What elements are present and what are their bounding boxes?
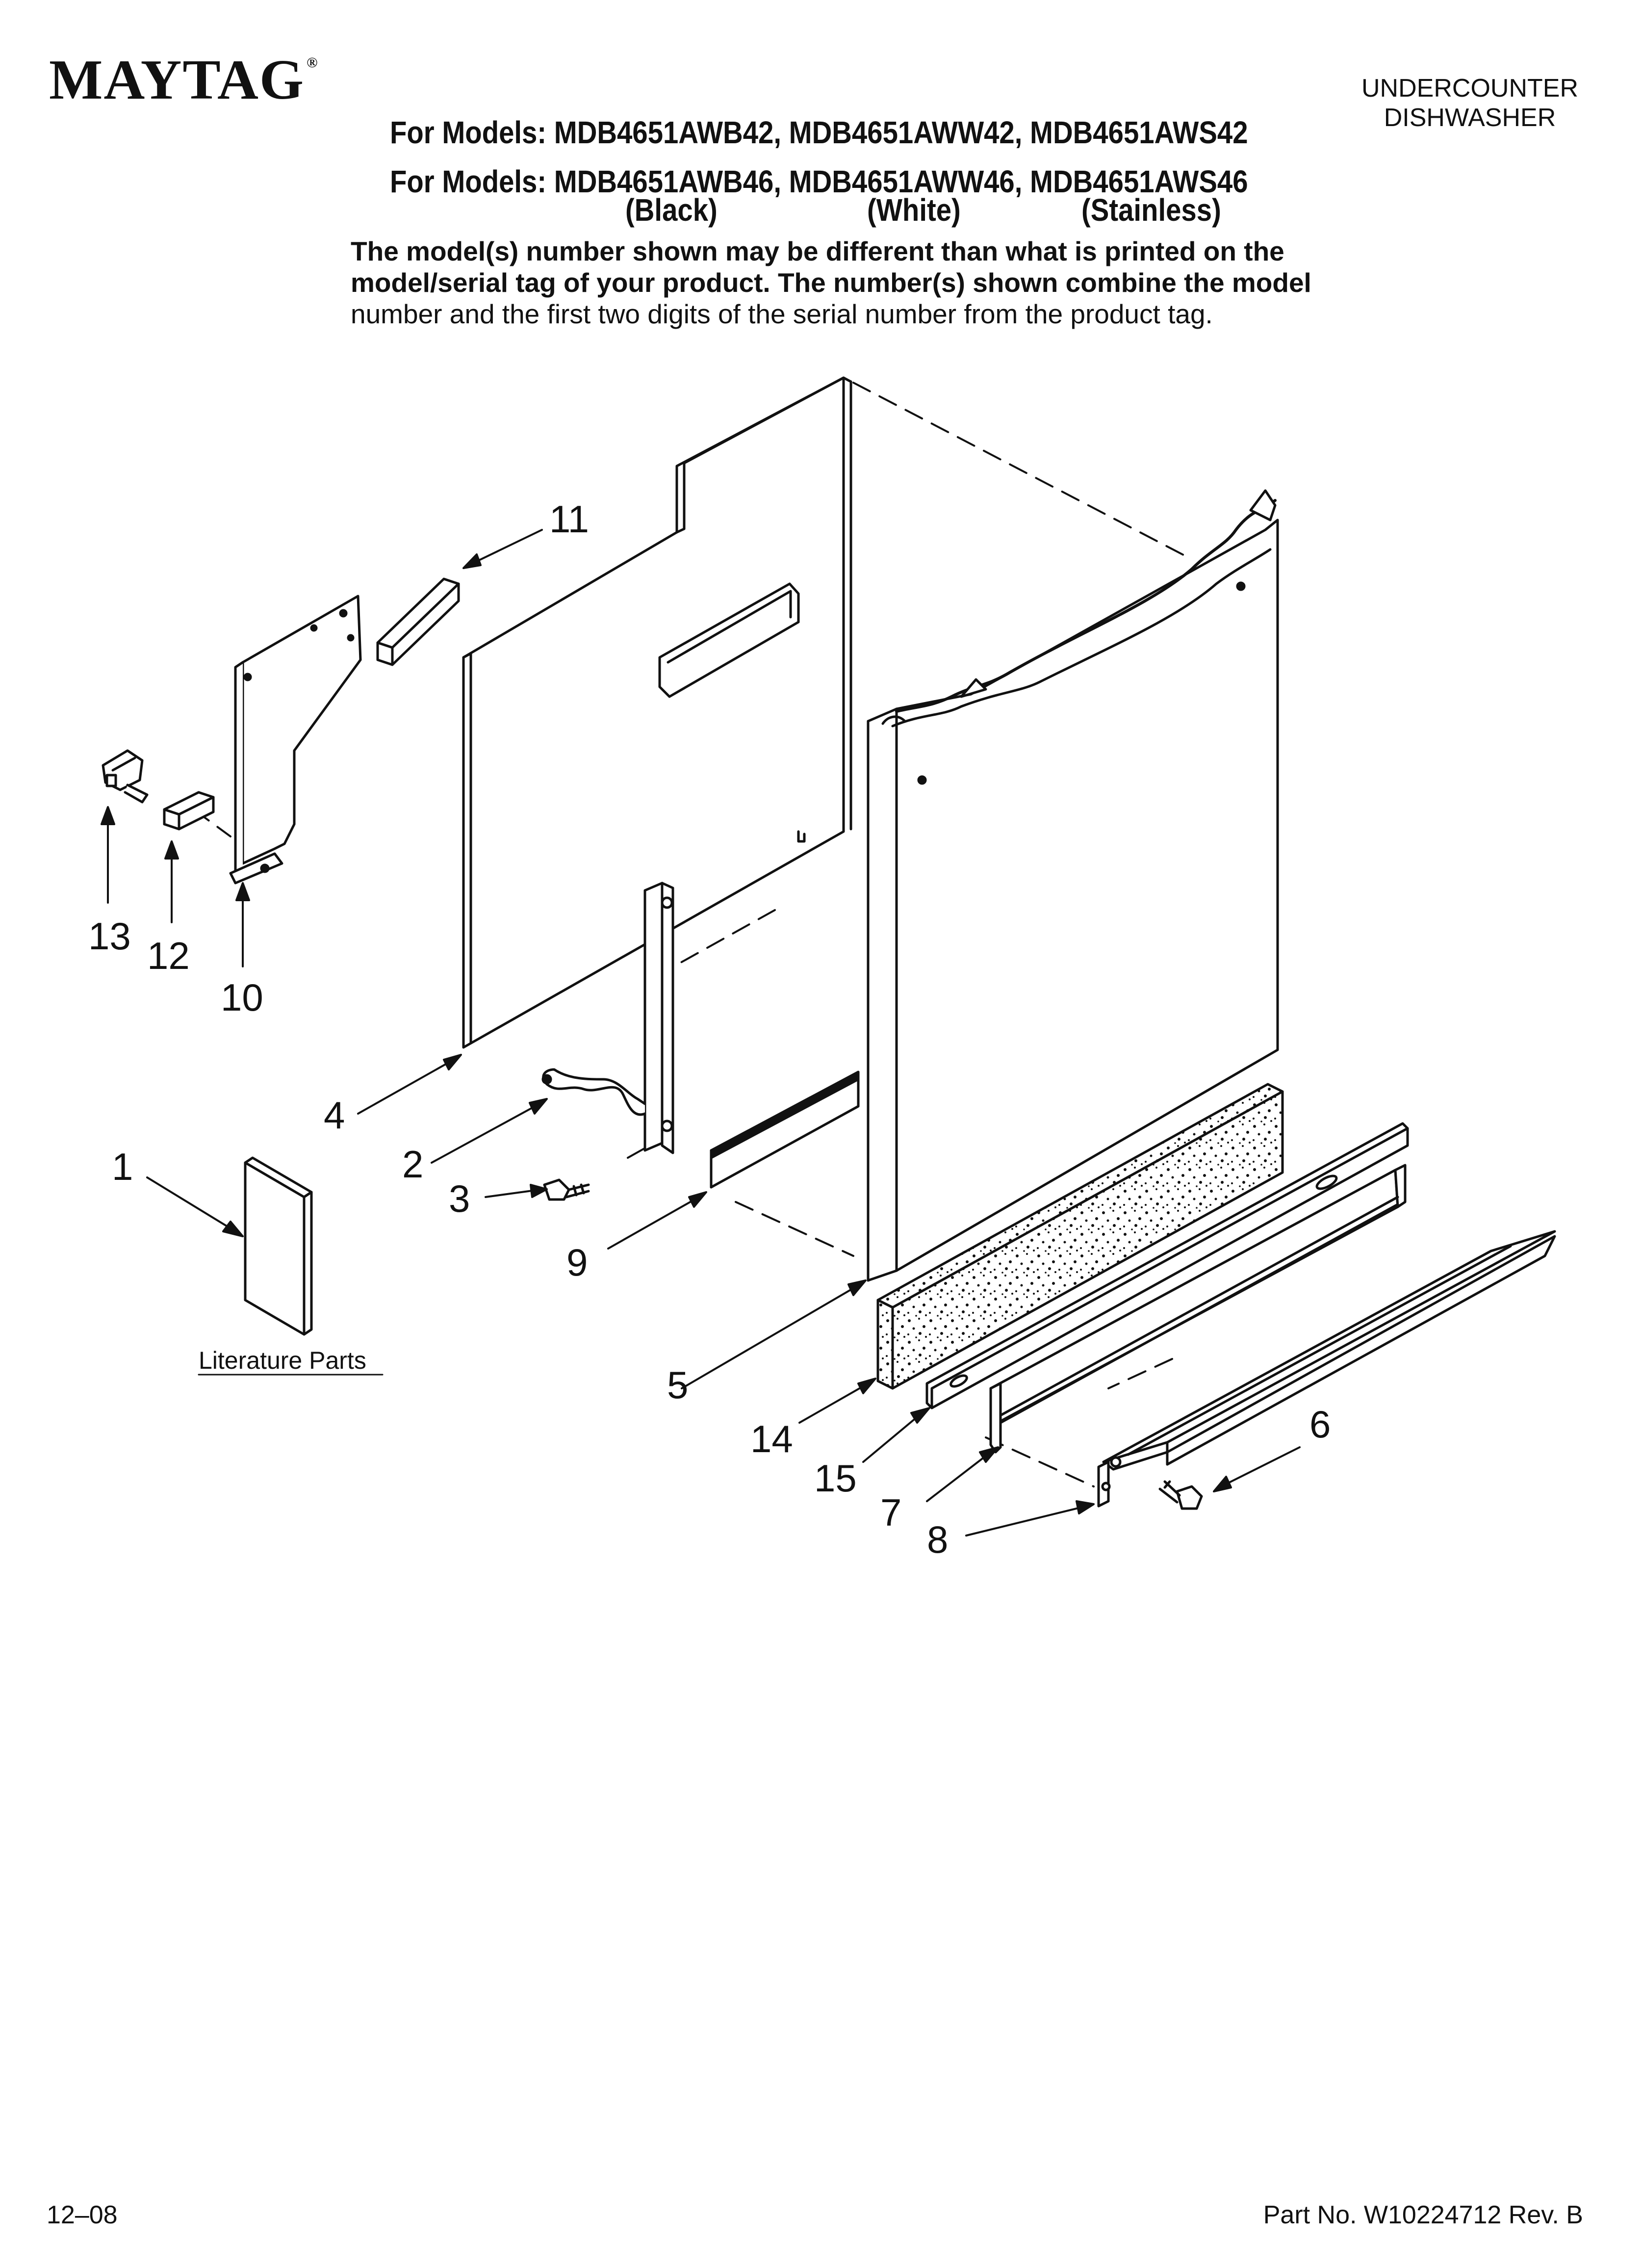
callout-11: 11: [549, 497, 589, 541]
hinge-bracket-part-2: [541, 882, 674, 1154]
shield-part-10: [229, 595, 362, 885]
callout-12: 12: [147, 934, 190, 977]
models-line-2: For Models: MDB4651AWB46, MDB4651AWW46, …: [390, 164, 1248, 199]
model-list: For Models: MDB4651AWB42, MDB4651AWW42, …: [390, 108, 1248, 206]
footer-part-number: Part No. W10224712 Rev. B: [1263, 2201, 1583, 2229]
toe-panel-part-7: [989, 1164, 1407, 1454]
callout-5: 5: [667, 1363, 688, 1407]
insulation-strip-part-9: [710, 1070, 860, 1189]
front-frame-part-5: [867, 489, 1279, 1282]
callout-10: 10: [221, 976, 263, 1019]
callout-15: 15: [814, 1457, 857, 1500]
color-black: (Black): [625, 192, 718, 228]
footer-date: 12–08: [47, 2201, 118, 2229]
callout-13: 13: [88, 914, 131, 958]
callout-3: 3: [449, 1177, 470, 1220]
notice-line-1: The model(s) number shown may be differe…: [351, 236, 1284, 266]
registered-mark: ®: [307, 54, 319, 71]
brand-logo: MAYTAG®: [49, 52, 319, 108]
model-notice: The model(s) number shown may be differe…: [351, 235, 1311, 330]
callout-8: 8: [927, 1518, 948, 1561]
color-stainless: (Stainless): [1081, 192, 1221, 228]
toe-kick-bracket-part-8: [1097, 1230, 1556, 1508]
literature-booklet-part-1: [244, 1156, 313, 1336]
callout-6: 6: [1309, 1403, 1331, 1446]
pad-part-12: [163, 791, 215, 831]
block-part-11: [376, 577, 460, 666]
callout-14: 14: [750, 1417, 793, 1460]
screw-part-6: [1158, 1480, 1203, 1510]
brand-name: MAYTAG: [49, 49, 305, 111]
foam-strip-part-14: [876, 1083, 1284, 1390]
models-line-1: For Models: MDB4651AWB42, MDB4651AWW42, …: [390, 115, 1248, 150]
screw-part-3: [543, 1178, 590, 1201]
callout-9: 9: [566, 1241, 588, 1284]
side-panel-part-4: [462, 376, 852, 1049]
notice-line-2: model/serial tag of your product. The nu…: [351, 267, 1311, 298]
toe-kick-support-part-15: [925, 1122, 1409, 1409]
clip-part-13: [102, 749, 149, 804]
category-line-1: UNDERCOUNTER: [1361, 74, 1578, 103]
callout-1: 1: [112, 1145, 133, 1188]
literature-parts-label: Literature Parts: [199, 1347, 366, 1374]
callout-2: 2: [402, 1143, 423, 1186]
callout-4: 4: [324, 1094, 345, 1137]
category-line-2: DISHWASHER: [1384, 104, 1556, 132]
product-category: UNDERCOUNTER DISHWASHER: [1361, 74, 1578, 132]
color-white: (White): [867, 192, 961, 228]
notice-line-3: number and the first two digits of the s…: [351, 299, 1213, 329]
callout-leaders: [101, 529, 1301, 1537]
callout-7: 7: [880, 1491, 901, 1534]
